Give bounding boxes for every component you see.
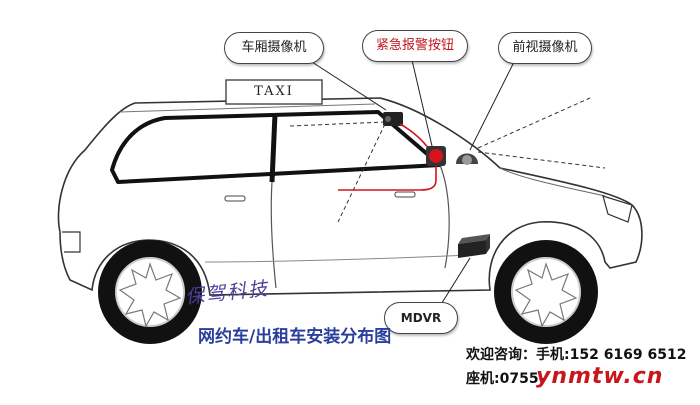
b-pillar [269,113,278,183]
leader-mdvr [439,257,471,307]
front-camera-device [456,153,478,165]
mdvr-device [458,234,490,258]
rear-light [62,231,81,253]
leader-front-camera [469,61,515,151]
front-wheel [494,240,598,344]
headlight [602,195,633,223]
front-camera-callout: 前视摄像机 [498,32,592,64]
door-handle-rear [224,195,246,202]
rear-camera-label: 车厢摄像机 [241,40,307,55]
cabin-camera-device [383,112,403,126]
contact-line-1: 欢迎咨询：手机:152 6169 6512 [466,347,687,363]
contact-line-2: 座机:0755- [466,371,545,387]
rear-camera-callout: 车厢摄像机 [224,32,324,64]
leader-emergency-button [411,59,433,147]
front-camera-label: 前视摄像机 [512,40,578,55]
mdvr-label: MDVR [400,311,442,325]
site-watermark: ynmtw.cn [536,364,664,389]
cabin-camera-view-1 [289,121,386,127]
front-camera-view-1 [477,97,591,149]
emergency-button-device [426,146,446,166]
emergency-button-callout: 紧急报警按钮 [362,30,468,62]
alarm-wire [338,123,437,191]
mdvr-callout: MDVR [384,302,458,334]
rear-wheel [98,240,202,344]
leader-rear-camera [311,61,387,111]
door-line-mid [270,181,277,289]
roof-line [119,103,376,113]
front-camera-view-2 [477,151,606,169]
emergency-button-label: 紧急报警按钮 [375,38,454,53]
hood-line [499,167,606,197]
door-handle-front [394,191,416,198]
lower-body-line [204,254,471,263]
taxi-sign-label: TAXI [254,84,294,99]
taxi-sign-box [225,79,323,105]
diagram-caption: 网约车/出租车安装分布图 [198,327,392,347]
